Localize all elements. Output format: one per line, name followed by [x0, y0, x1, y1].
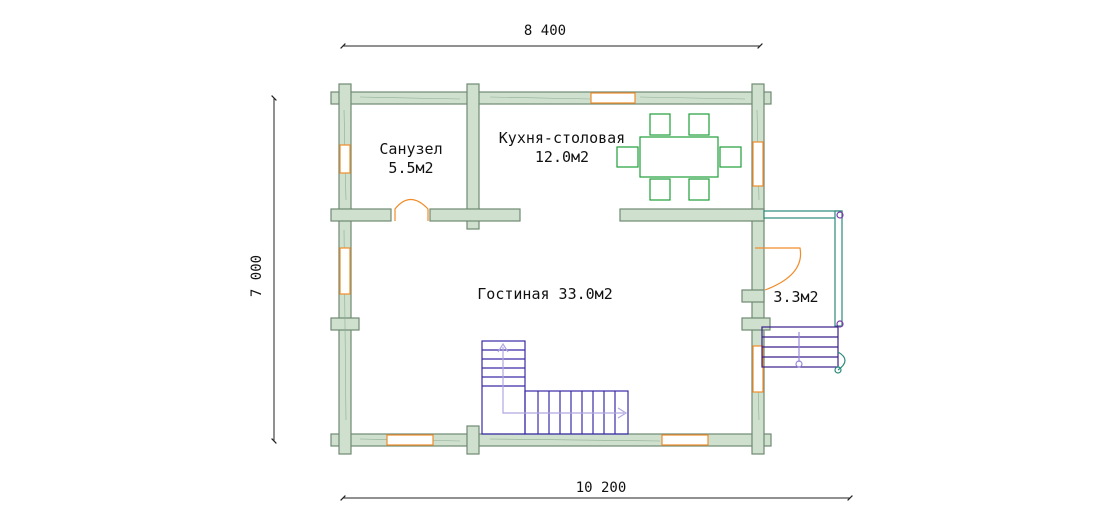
window: [752, 345, 764, 393]
wall-bathroom-bottom-left: [330, 208, 392, 222]
porch-door: [755, 247, 802, 291]
dining-table: [639, 136, 719, 178]
wall-bathroom-right: [466, 83, 480, 230]
chair: [649, 178, 671, 201]
bathroom-name: Санузел: [379, 140, 443, 158]
window: [339, 247, 351, 295]
chair: [719, 146, 742, 168]
window: [661, 434, 709, 446]
chair: [616, 146, 639, 168]
wall-stub: [466, 425, 480, 455]
kitchen-area: 12.0м2: [534, 148, 590, 166]
stairs-direction-line: [502, 347, 624, 414]
porch-rail-top: [763, 210, 843, 219]
chair: [688, 178, 710, 201]
kitchen-name: Кухня-столовая: [498, 129, 626, 147]
top-dimension-label: 8 400: [523, 23, 567, 39]
bottom-dimension-label: 10 200: [575, 480, 627, 496]
bathroom-door: [394, 198, 429, 221]
chair: [688, 113, 710, 136]
window: [752, 141, 764, 187]
chair: [649, 113, 671, 136]
living-room-label: Гостиная 33.0м2: [477, 285, 613, 303]
window: [339, 144, 351, 174]
window: [590, 92, 636, 104]
porch-rail-right: [834, 210, 843, 327]
window: [386, 434, 434, 446]
dimension-lines: [271, 43, 853, 501]
stairs-flight-1: [481, 340, 526, 435]
doors: [394, 198, 802, 291]
left-dimension-label: 7 000: [249, 254, 265, 298]
wall-stub: [741, 289, 765, 303]
wall-kitchen-bottom: [619, 208, 765, 222]
interior-stairs: [481, 340, 629, 435]
porch-stairs: [761, 326, 846, 374]
porch-area: 3.3м2: [773, 288, 819, 306]
dining-set: [616, 113, 742, 201]
wall-stub: [741, 317, 771, 331]
porch-railing: [763, 210, 844, 328]
wall-bathroom-bottom-right: [429, 208, 521, 222]
windows: [339, 92, 764, 446]
wall-right: [751, 83, 765, 455]
bathroom-area: 5.5м2: [388, 159, 434, 177]
